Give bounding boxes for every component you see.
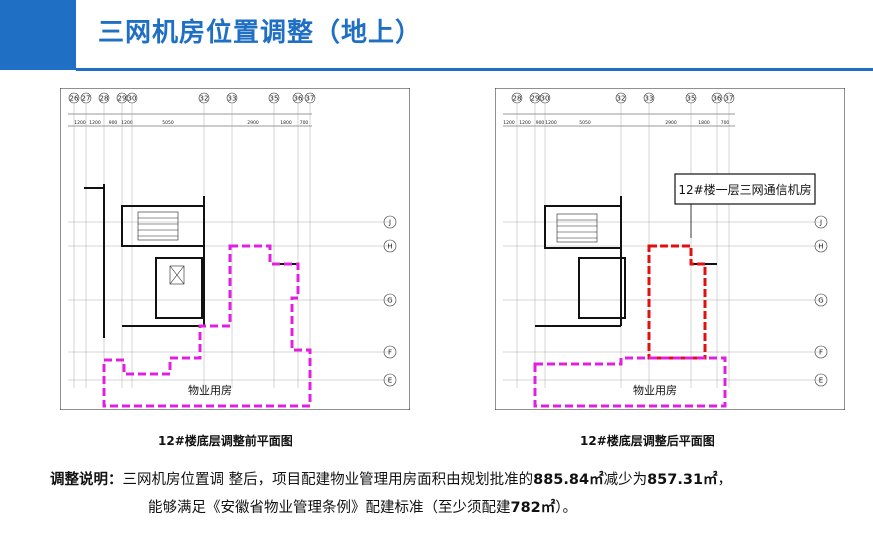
dimension-label: 2900 <box>247 120 259 126</box>
note-text: 三网机房位置调 整后，项目配建物业管理用房面积由规划批准的 <box>122 472 534 488</box>
dimension-label: 5050 <box>162 120 174 126</box>
room-label: 物业用房 <box>633 383 677 397</box>
note-text: ）。 <box>555 500 578 516</box>
dimension-label: 1200 <box>545 120 557 126</box>
dimension-label: 1200 <box>503 120 515 126</box>
axis-label: E <box>819 377 823 385</box>
axis-label: F <box>819 349 823 357</box>
plan-frame <box>60 88 410 410</box>
axis-label: 32 <box>200 95 209 103</box>
axis-label: J <box>388 219 391 227</box>
axis-bubble <box>814 215 828 229</box>
area-after: 857.31㎡ <box>647 472 718 488</box>
axis-label: 33 <box>228 95 237 103</box>
callout-text: 12#楼一层三网通信机房 <box>678 182 811 197</box>
dimension-label: 900 <box>536 120 545 126</box>
axis-label: J <box>819 219 822 227</box>
axis-label: 29 <box>118 95 127 103</box>
axis-bubble <box>814 239 828 253</box>
dimension-label: 2900 <box>665 120 677 126</box>
axis-label: 35 <box>687 95 696 103</box>
axis-label: H <box>818 243 823 251</box>
dimension-label: 900 <box>109 120 118 126</box>
axis-label: 27 <box>82 95 91 103</box>
axis-label: 30 <box>128 95 137 103</box>
dimension-label: 700 <box>300 120 309 126</box>
dimension-label: 1800 <box>280 120 292 126</box>
plan-after: 28 29 30 32 33 35 36 37 1200 1200 900 12… <box>495 88 845 410</box>
axis-label: 37 <box>306 95 315 103</box>
axis-bubble <box>383 239 397 253</box>
header-rule <box>76 68 873 71</box>
dimension-label: 1200 <box>121 120 133 126</box>
page-title: 三网机房位置调整（地上） <box>98 18 423 48</box>
dimension-label: 5050 <box>579 120 591 126</box>
required-area: 782㎡ <box>510 500 556 516</box>
adjustment-note: 调整说明：三网机房位置调 整后，项目配建物业管理用房面积由规划批准的885.84… <box>50 466 732 494</box>
area-before: 885.84㎡ <box>533 472 604 488</box>
axis-bubble <box>383 345 397 359</box>
axis-bubble <box>814 345 828 359</box>
adjustment-note-line2: 能够满足《安徽省物业管理条例》配建标准（至少须配建782㎡）。 <box>148 494 577 522</box>
note-label: 调整说明： <box>50 472 123 488</box>
axis-label: E <box>388 377 392 385</box>
dimension-label: 1200 <box>74 120 86 126</box>
plan-before: 26 27 28 29 30 32 33 35 36 37 1200 1200 <box>60 88 410 410</box>
note-text: ， <box>717 472 733 488</box>
caption-after: 12#楼底层调整后平面图 <box>580 434 715 448</box>
note-text: 减少为 <box>603 472 648 488</box>
room-label: 物业用房 <box>188 383 232 397</box>
dimension-label: 700 <box>721 120 730 126</box>
property-room-outline <box>533 356 727 408</box>
axis-bubble <box>383 293 397 307</box>
axis-label: 32 <box>617 95 626 103</box>
axis-label: H <box>387 243 392 251</box>
axis-label: F <box>388 349 392 357</box>
axis-bubble <box>383 215 397 229</box>
axis-label: 35 <box>270 95 279 103</box>
axis-label: G <box>818 297 823 305</box>
axis-label: G <box>387 297 392 305</box>
axis-bubble <box>814 373 828 387</box>
axis-bubble <box>383 373 397 387</box>
caption-before: 12#楼底层调整前平面图 <box>158 434 293 448</box>
dimension-label: 1800 <box>698 120 710 126</box>
header-accent-block <box>0 0 76 70</box>
axis-label: 33 <box>645 95 654 103</box>
axis-label: 29 <box>531 95 540 103</box>
axis-bubble <box>814 293 828 307</box>
plan-before-drawing: 26 27 28 29 30 32 33 35 36 37 1200 1200 <box>60 88 410 410</box>
axis-label: 28 <box>100 95 109 103</box>
axis-label: 36 <box>294 95 303 103</box>
plan-after-drawing: 28 29 30 32 33 35 36 37 1200 1200 900 12… <box>495 88 845 410</box>
axis-label: 26 <box>70 95 79 103</box>
property-room-outline <box>102 244 312 408</box>
axis-label: 36 <box>713 95 722 103</box>
dimension-label: 1200 <box>89 120 101 126</box>
axis-label: 28 <box>513 95 522 103</box>
axis-label: 37 <box>725 95 734 103</box>
callout-box <box>674 173 816 205</box>
dimension-label: 1200 <box>519 120 531 126</box>
note-text: 能够满足《安徽省物业管理条例》配建标准（至少须配建 <box>148 500 511 516</box>
axis-label: 30 <box>541 95 550 103</box>
